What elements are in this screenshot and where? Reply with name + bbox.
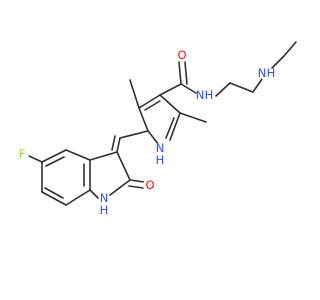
bond [147,130,160,146]
oxindole-nh-atom: N H [97,191,111,217]
bond [44,187,64,199]
bond [283,41,297,57]
atom-hydrogen: H [267,66,276,80]
fluorine-atom: F [15,147,29,161]
bond [184,61,188,85]
bond [169,112,181,141]
bond [229,82,254,93]
bond [89,189,99,199]
bond [129,79,140,109]
bond [41,149,67,163]
amine-nh-atom: N H [258,66,276,80]
bond [165,117,175,139]
bond [129,179,145,183]
bond [271,55,285,69]
bond-layer [28,41,297,206]
bond [159,83,182,96]
bond [111,135,116,151]
bond [89,151,118,161]
oxindole-oxygen-atom: O [143,178,157,192]
atom-symbol: N [258,66,267,80]
bond [180,83,197,94]
bond [41,191,67,206]
bond [28,155,43,163]
bond [109,179,131,196]
bond [215,82,231,97]
amide-nh-atom: N H [196,88,214,104]
bond [128,185,144,189]
atom-symbol: N [196,88,205,102]
pyrrole-nh-atom: N H [153,141,167,167]
bond [178,61,182,85]
atom-symbol: O [145,178,154,192]
bond [252,78,263,93]
bond [144,100,161,111]
bond [65,149,91,161]
bond [45,156,65,167]
atom-symbol: F [19,147,26,161]
bond [179,112,207,123]
chemical-structure: O N H N H N H F O N H [15,41,297,217]
atom-symbol: O [177,48,186,62]
bond [138,94,161,109]
atom-labels: O N H N H N H F O N H [15,48,275,217]
bond [116,137,121,153]
bond [65,189,91,206]
atom-symbol: N [100,191,109,205]
bond [116,151,131,181]
atom-hydrogen: H [100,203,109,217]
bond [159,94,181,114]
atom-hydrogen: H [156,153,165,167]
atom-symbol: N [156,141,165,155]
bond [119,130,149,139]
atom-hydrogen: H [205,88,214,102]
amide-oxygen-atom: O [175,48,189,62]
bond [138,107,149,132]
